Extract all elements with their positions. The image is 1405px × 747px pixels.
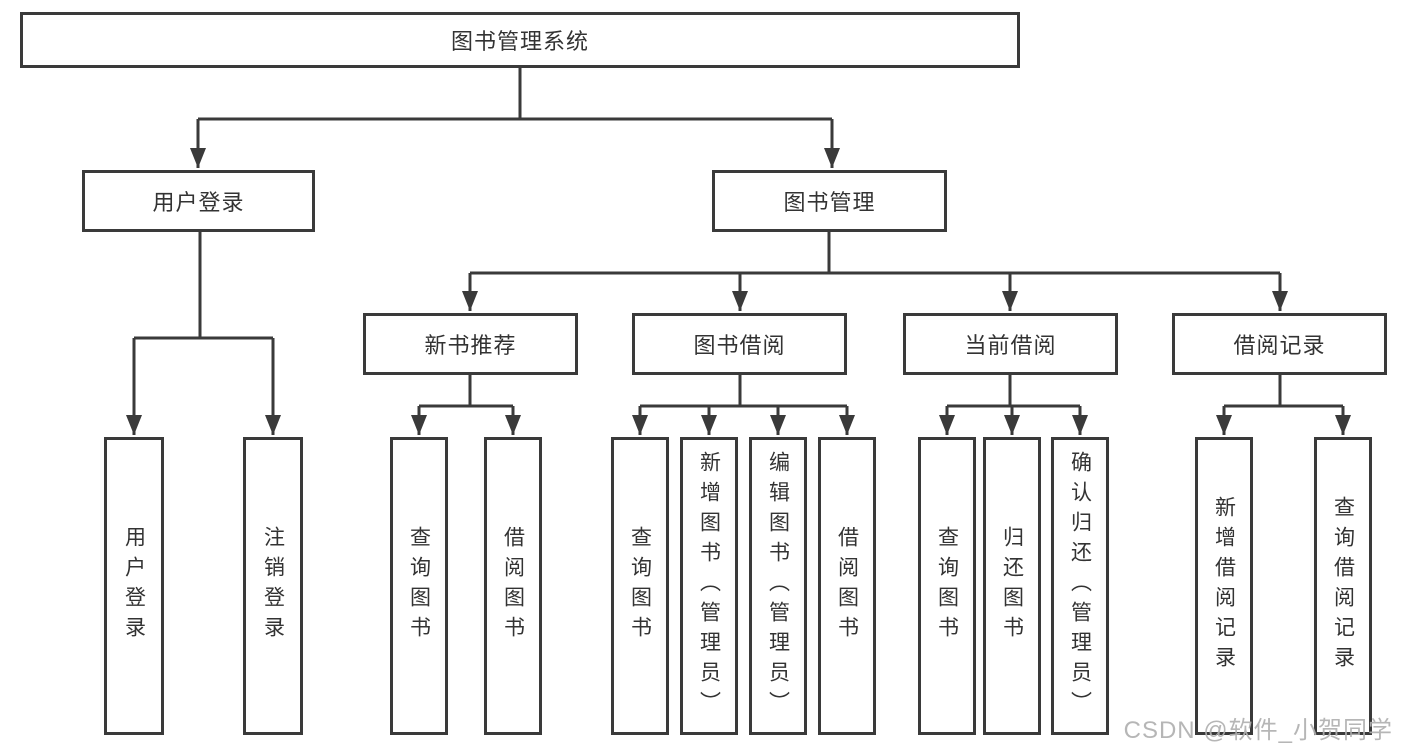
node-user-login-label: 用户登录 [152, 190, 245, 215]
node-library-management-system: 图书管理系统 [20, 12, 1020, 68]
node-current-borrow: 当前借阅 [903, 313, 1118, 375]
leaf-current-query-books-label: 查询图书 [935, 526, 959, 646]
csdn-watermark: CSDN @软件_小贺同学 [1123, 717, 1393, 744]
node-user-login: 用户登录 [82, 170, 315, 232]
node-book-borrow: 图书借阅 [632, 313, 847, 375]
leaf-recommend-query-books-label: 查询图书 [407, 526, 431, 646]
node-new-book-recommend: 新书推荐 [363, 313, 578, 375]
node-book-borrow-label: 图书借阅 [693, 333, 786, 358]
leaf-confirm-return-admin: 确认归还（管理员） [1051, 437, 1109, 735]
node-borrow-records: 借阅记录 [1172, 313, 1387, 375]
leaf-borrow-query-books: 查询图书 [611, 437, 669, 735]
connector-root-to-level2 [190, 68, 840, 168]
node-new-book-recommend-label: 新书推荐 [424, 333, 517, 358]
leaf-recommend-borrow-books-label: 借阅图书 [501, 526, 525, 646]
leaf-borrow-books-label: 借阅图书 [835, 526, 859, 646]
leaf-query-borrow-record-label: 查询借阅记录 [1331, 496, 1355, 676]
leaf-return-books: 归还图书 [983, 437, 1041, 735]
leaf-borrow-query-books-label: 查询图书 [628, 526, 652, 646]
leaf-user-login-label: 用户登录 [122, 526, 146, 646]
leaf-edit-books-admin: 编辑图书（管理员） [749, 437, 807, 735]
leaf-current-query-books: 查询图书 [918, 437, 976, 735]
leaf-recommend-borrow-books: 借阅图书 [484, 437, 542, 735]
node-borrow-records-label: 借阅记录 [1233, 333, 1326, 358]
connector-user-login-to-leaves [126, 232, 281, 435]
leaf-add-borrow-record: 新增借阅记录 [1195, 437, 1253, 735]
connector-book-management-to-level3 [462, 232, 1288, 311]
connector-book-borrow-to-leaves [632, 375, 855, 435]
connector-new-book-recommend-to-leaves [411, 375, 521, 435]
leaf-add-books-admin-label: 新增图书（管理员） [697, 451, 721, 721]
leaf-borrow-books: 借阅图书 [818, 437, 876, 735]
leaf-logout-label: 注销登录 [261, 526, 285, 646]
leaf-edit-books-admin-label: 编辑图书（管理员） [766, 451, 790, 721]
leaf-return-books-label: 归还图书 [1000, 526, 1024, 646]
node-current-borrow-label: 当前借阅 [964, 333, 1057, 358]
leaf-user-login: 用户登录 [104, 437, 164, 735]
leaf-add-books-admin: 新增图书（管理员） [680, 437, 738, 735]
node-book-management-label: 图书管理 [783, 190, 876, 215]
node-book-management: 图书管理 [712, 170, 947, 232]
node-library-management-system-label: 图书管理系统 [450, 29, 589, 54]
leaf-confirm-return-admin-label: 确认归还（管理员） [1068, 451, 1092, 721]
leaf-add-borrow-record-label: 新增借阅记录 [1212, 496, 1236, 676]
connector-borrow-records-to-leaves [1216, 375, 1351, 435]
leaf-query-borrow-record: 查询借阅记录 [1314, 437, 1372, 735]
connector-current-borrow-to-leaves [939, 375, 1088, 435]
leaf-recommend-query-books: 查询图书 [390, 437, 448, 735]
leaf-logout: 注销登录 [243, 437, 303, 735]
